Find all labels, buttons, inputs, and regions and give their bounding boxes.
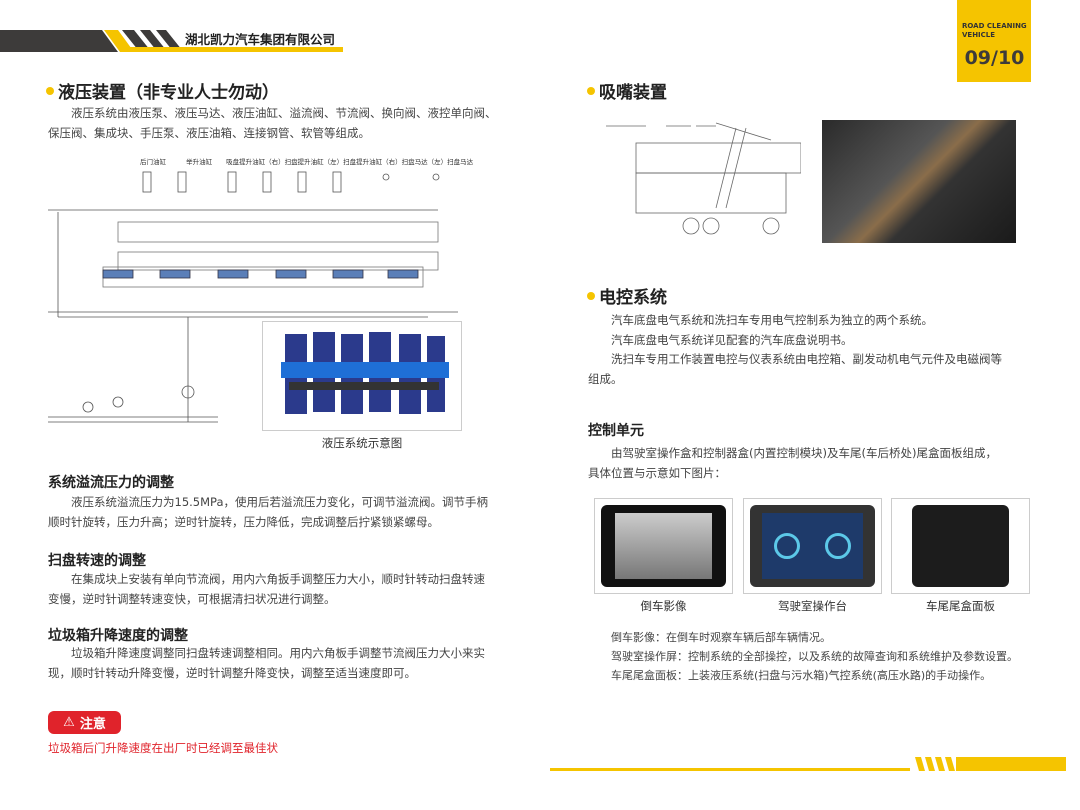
section-title: 系统溢流压力的调整: [48, 475, 174, 491]
control-text-body: 由驾驶室操作盒和控制器盒(内置控制模块)及车尾(车后桥处)尾盒面板组成，具体位置…: [588, 446, 997, 480]
section-text-body: 液压系统溢流压力为15.5MPa，使用后若溢流压力变化，可调节溢流阀。调节手柄顺…: [48, 495, 488, 529]
electric-title-text: 电控系统: [599, 288, 667, 308]
image-caption: 驾驶室操作台: [778, 599, 847, 613]
warning-text: 垃圾箱后门升降速度在出厂时已经调至最佳状: [48, 741, 278, 755]
diagram-label: 后门油缸: [140, 158, 166, 166]
footer-stripes-graphic: [550, 757, 1066, 771]
control-text: 由驾驶室操作盒和控制器盒(内置控制模块)及车尾(车后桥处)尾盒面板组成，具体位置…: [588, 444, 1008, 483]
section-text: 在集成块上安装有单向节流阀，用内六角扳手调整压力大小，顺时针转动扫盘转速变慢，逆…: [48, 570, 496, 609]
header-stripes-graphic: [0, 30, 343, 52]
page-number: 09/10: [964, 47, 1025, 69]
bullet-dot: [587, 291, 595, 300]
electric-para-text: 汽车底盘电气系统详见配套的汽车底盘说明书。: [611, 332, 853, 347]
company-name: 湖北凯力汽车集团有限公司: [185, 32, 336, 47]
electric-para: 汽车底盘电气系统和洗扫车专用电气控制系为独立的两个系统。: [588, 311, 1008, 331]
warning-triangle-icon: ⚠: [63, 715, 75, 730]
electric-title: 电控系统: [587, 283, 667, 308]
suction-title: 吸嘴装置: [587, 78, 667, 103]
cab-console-image: [743, 498, 882, 594]
valve-block-photo: [262, 321, 462, 431]
diagram-label: 举升油缸: [186, 158, 213, 166]
section-title: 垃圾箱升降速度的调整: [48, 628, 188, 644]
control-notes: 倒车影像：在倒车时观察车辆后部车辆情况。 驾驶室操作屏：控制系统的全部操控，以及…: [611, 628, 1018, 685]
hydraulic-title-text: 液压装置（非专业人士勿动）: [58, 83, 279, 103]
note: 车尾尾盒面板：上装液压系统(扫盘与污水箱)气控系统(高压水路)的手动操作。: [611, 669, 992, 682]
hydraulic-schematic: [48, 171, 458, 423]
suction-schematic: [606, 122, 802, 235]
valve-block-image: [281, 332, 449, 414]
hydraulic-diagram: 后门油缸 举升油缸 吸盘提升油缸（右）扫盘提升油缸（左）扫盘提升油缸（右）扫盘马…: [48, 152, 478, 427]
section-text: 液压系统溢流压力为15.5MPa，使用后若溢流压力变化，可调节溢流阀。调节手柄顺…: [48, 493, 496, 532]
rear-panel-image: [891, 498, 1030, 594]
bullet-dot: [46, 86, 54, 95]
electric-para: 洗扫车专用工作装置电控与仪表系统由电控箱、副发动机电气元件及电磁阀等组成。: [588, 350, 1008, 389]
hydraulic-intro-text: 液压系统由液压泵、液压马达、液压油缸、溢流阀、节流阀、换向阀、液控单向阀、保压阀…: [48, 106, 497, 140]
suction-photo: [822, 120, 1016, 243]
control-title: 控制单元: [588, 423, 644, 439]
page-badge: ROAD CLEANING VEHICLE 09/10: [957, 0, 1031, 82]
section-text-body: 垃圾箱升降速度调整同扫盘转速调整相同。用内六角板手调整节流阀压力大小来实现，顺时…: [48, 646, 485, 680]
badge-line1: ROAD CLEANING: [962, 22, 1027, 30]
note: 倒车影像：在倒车时观察车辆后部车辆情况。: [611, 631, 831, 644]
diagram-caption: 液压系统示意图: [321, 436, 403, 450]
note: 驾驶室操作屏：控制系统的全部操控，以及系统的故障查询和系统维护及参数设置。: [611, 650, 1018, 663]
suction-title-text: 吸嘴装置: [599, 83, 667, 103]
suction-diagram: [596, 118, 802, 248]
section-text: 垃圾箱升降速度调整同扫盘转速调整相同。用内六角板手调整节流阀压力大小来实现，顺时…: [48, 644, 496, 683]
electric-para-text: 洗扫车专用工作装置电控与仪表系统由电控箱、副发动机电气元件及电磁阀等组成。: [588, 352, 1002, 386]
diagram-label: 吸盘提升油缸（右）扫盘提升油缸（左）扫盘提升油缸（右）扫盘马达（左）扫盘马达: [226, 158, 474, 166]
warning-label: 注意: [79, 717, 106, 732]
electric-para-text: 汽车底盘电气系统和洗扫车专用电气控制系为独立的两个系统。: [611, 313, 933, 327]
electric-para: 汽车底盘电气系统详见配套的汽车底盘说明书。: [588, 331, 1008, 351]
warning-badge: ⚠ 注意: [48, 711, 121, 734]
section-text-body: 在集成块上安装有单向节流阀，用内六角扳手调整压力大小，顺时针转动扫盘转速变慢，逆…: [48, 572, 485, 606]
image-caption: 车尾尾盒面板: [926, 599, 995, 613]
image-caption: 倒车影像: [640, 599, 687, 613]
hydraulic-title: 液压装置（非专业人士勿动）: [46, 78, 279, 103]
section-title: 扫盘转速的调整: [48, 553, 146, 569]
electric-paras: 汽车底盘电气系统和洗扫车专用电气控制系为独立的两个系统。 汽车底盘电气系统详见配…: [588, 311, 1008, 389]
badge-line2: VEHICLE: [962, 31, 996, 39]
bullet-dot: [587, 86, 595, 95]
hydraulic-intro: 液压系统由液压泵、液压马达、液压油缸、溢流阀、节流阀、换向阀、液控单向阀、保压阀…: [48, 104, 498, 143]
reverse-camera-image: [594, 498, 733, 594]
header-band: [0, 28, 350, 54]
diagram-labels: 后门油缸 举升油缸 吸盘提升油缸（右）扫盘提升油缸（左）扫盘提升油缸（右）扫盘马…: [140, 156, 473, 166]
